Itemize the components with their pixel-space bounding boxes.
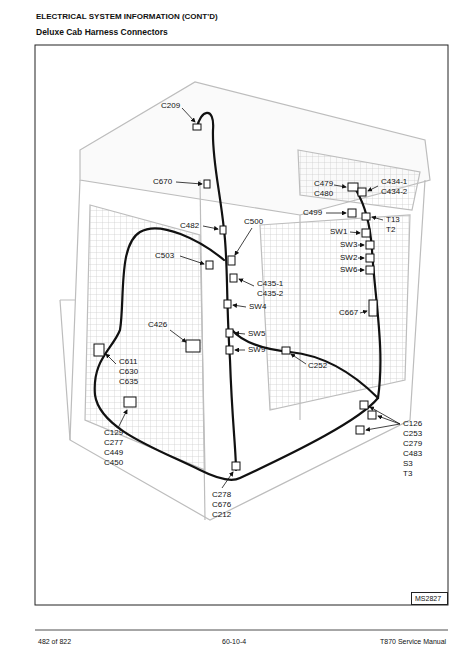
callout-label: C435-2 [257,289,283,299]
callout-label: C503 [155,251,174,261]
figure-number: MS2827 [415,594,444,603]
cab-outline [60,82,430,520]
callout-label: C426 [148,320,167,330]
callout-label: C500 [244,217,263,227]
callout-label: C277 [104,438,123,448]
callout-label: SW3 [340,240,357,250]
callout-label: SW1 [330,227,347,237]
callout-label: SW4 [249,302,266,312]
callout-label: T2 [386,225,395,235]
callout-label: C676 [212,500,231,510]
callout-label: T13 [386,215,400,225]
callout-label: C278 [212,490,231,500]
callout-label: SW2 [340,253,357,263]
page-footer: 60-10-4 [222,637,246,646]
callout-label: C630 [119,367,138,377]
callout-label: C253 [403,429,422,439]
callout-label: C252 [308,361,327,371]
page-footer: T870 Service Manual [380,637,446,646]
leader-lines [106,108,400,488]
callout-label: C129 [104,428,123,438]
page-footer: 482 of 822 [38,637,71,646]
callout-label: C482 [180,221,199,231]
callout-label: C670 [153,177,172,187]
callout-label: C635 [119,377,138,387]
section-heading: Deluxe Cab Harness Connectors [36,27,168,38]
callout-label: C450 [104,458,123,468]
callout-label: C434-2 [381,187,407,197]
callout-label: C209 [161,101,180,111]
callout-label: S3 [403,459,413,469]
callout-label: C449 [104,448,123,458]
harness [95,113,381,480]
callout-label: SW9 [248,345,265,355]
callout-label: C126 [403,419,422,429]
callout-label: C212 [212,510,231,520]
callout-label: T3 [403,469,412,479]
figure-number-box: MS2827 [411,592,448,605]
callout-label: C499 [303,208,322,218]
page-title: ELECTRICAL SYSTEM INFORMATION (CONT'D) [36,12,218,22]
callout-label: C480 [314,189,333,199]
callout-label: SW5 [248,329,265,339]
frame [35,45,448,605]
callout-label: SW6 [340,265,357,275]
callout-label: C479 [314,179,333,189]
connectors [94,124,377,470]
callout-label: C611 [119,357,138,367]
callout-label: C434-1 [381,177,407,187]
callout-label: C279 [403,439,422,449]
callout-label: C483 [403,449,422,459]
callout-label: C435-1 [257,279,283,289]
callout-label: C667 [339,308,358,318]
